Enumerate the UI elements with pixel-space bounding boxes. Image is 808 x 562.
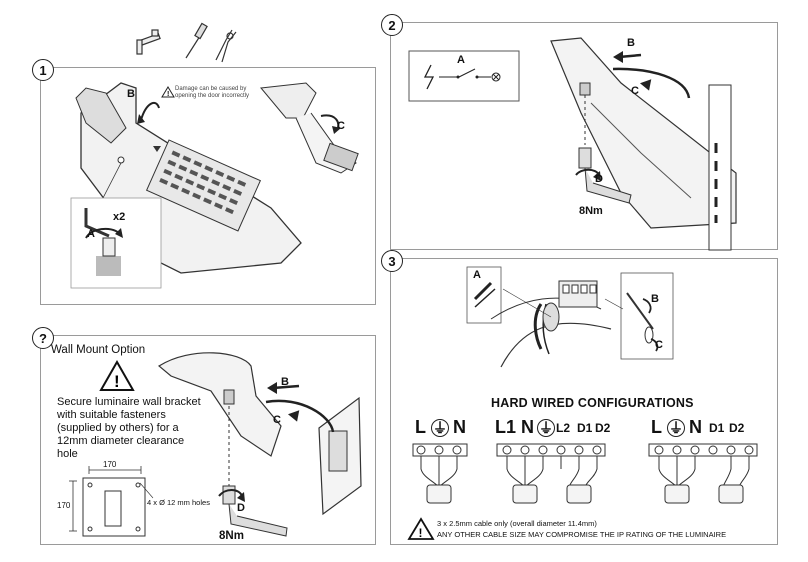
label-a: A	[87, 228, 95, 240]
svg-text:!: !	[419, 526, 423, 540]
label-d: D	[237, 502, 245, 514]
warning-note: Damage can be caused by opening the door…	[175, 86, 250, 99]
panel-step-1: B A C x2 Damage can be caused by opening…	[40, 67, 376, 305]
cable-connection-illustration: !	[407, 266, 758, 540]
wall-mount-title: Wall Mount Option	[51, 344, 146, 356]
torque-value: 8Nm	[219, 530, 244, 542]
count-x2: x2	[113, 211, 126, 223]
cfg2-l2: L2	[556, 421, 571, 435]
label-c: C	[273, 414, 281, 426]
cfg2-n: N	[521, 417, 534, 437]
panel-step-3: ! A B C HARD WIRED CONFIGURATIONS L ⏚ N …	[390, 258, 778, 545]
cfg1-earth: ⏚	[431, 419, 449, 437]
torque-value: 8Nm	[579, 205, 603, 217]
panel-wall-mount: Wall Mount Option ! Secure luminaire wal…	[40, 335, 376, 545]
cfg1-l: L	[415, 417, 426, 437]
cfg2-d1: D1	[577, 421, 593, 435]
step-number-1: 1	[32, 59, 54, 81]
cable-note: 3 x 2.5mm cable only (overall diameter 1…	[437, 519, 597, 528]
cfg3-earth: ⏚	[667, 419, 685, 437]
cfg2-l1: L1	[495, 417, 517, 437]
label-b: B	[281, 376, 289, 388]
panel-step-2: A B C D 8Nm	[390, 22, 778, 251]
switch-label-a: A	[457, 54, 465, 66]
cfg3-n: N	[689, 417, 702, 437]
svg-text:!: !	[114, 372, 120, 391]
label-c: C	[655, 339, 663, 351]
step-number-wall: ?	[32, 327, 54, 349]
svg-text:!: !	[167, 91, 169, 98]
warning-icon: !	[99, 360, 135, 391]
warning-icon: !	[161, 86, 175, 98]
hard-wired-heading: HARD WIRED CONFIGURATIONS	[491, 396, 694, 410]
step-number-2: 2	[381, 14, 403, 36]
label-c: C	[631, 85, 639, 97]
step-number-3: 3	[381, 250, 403, 272]
label-b: B	[627, 37, 635, 49]
cfg3-l: L	[651, 417, 662, 437]
label-b: B	[651, 293, 659, 305]
cfg2-earth: ⏚	[537, 419, 555, 437]
dim-width: 170	[103, 460, 117, 469]
cfg2-d2: D2	[595, 421, 611, 435]
label-c: C	[337, 120, 345, 132]
cfg3-d1: D1	[709, 421, 725, 435]
cfg3-d2: D2	[729, 421, 745, 435]
wall-instruction: Secure luminaire wall bracket with suita…	[57, 396, 201, 460]
wall-bracket-illustration	[69, 352, 362, 537]
ip-rating-note: ANY OTHER CABLE SIZE MAY COMPROMISE THE …	[437, 530, 727, 539]
label-a: A	[473, 269, 481, 281]
dim-height: 170	[57, 501, 71, 510]
label-d: D	[595, 173, 603, 185]
luminaire-wiring-illustration	[408, 37, 737, 251]
holes-note: 4 x Ø 12 mm holes	[147, 498, 210, 507]
cfg1-n: N	[453, 417, 466, 437]
label-b: B	[127, 88, 135, 100]
luminaire-open-illustration	[70, 82, 359, 289]
